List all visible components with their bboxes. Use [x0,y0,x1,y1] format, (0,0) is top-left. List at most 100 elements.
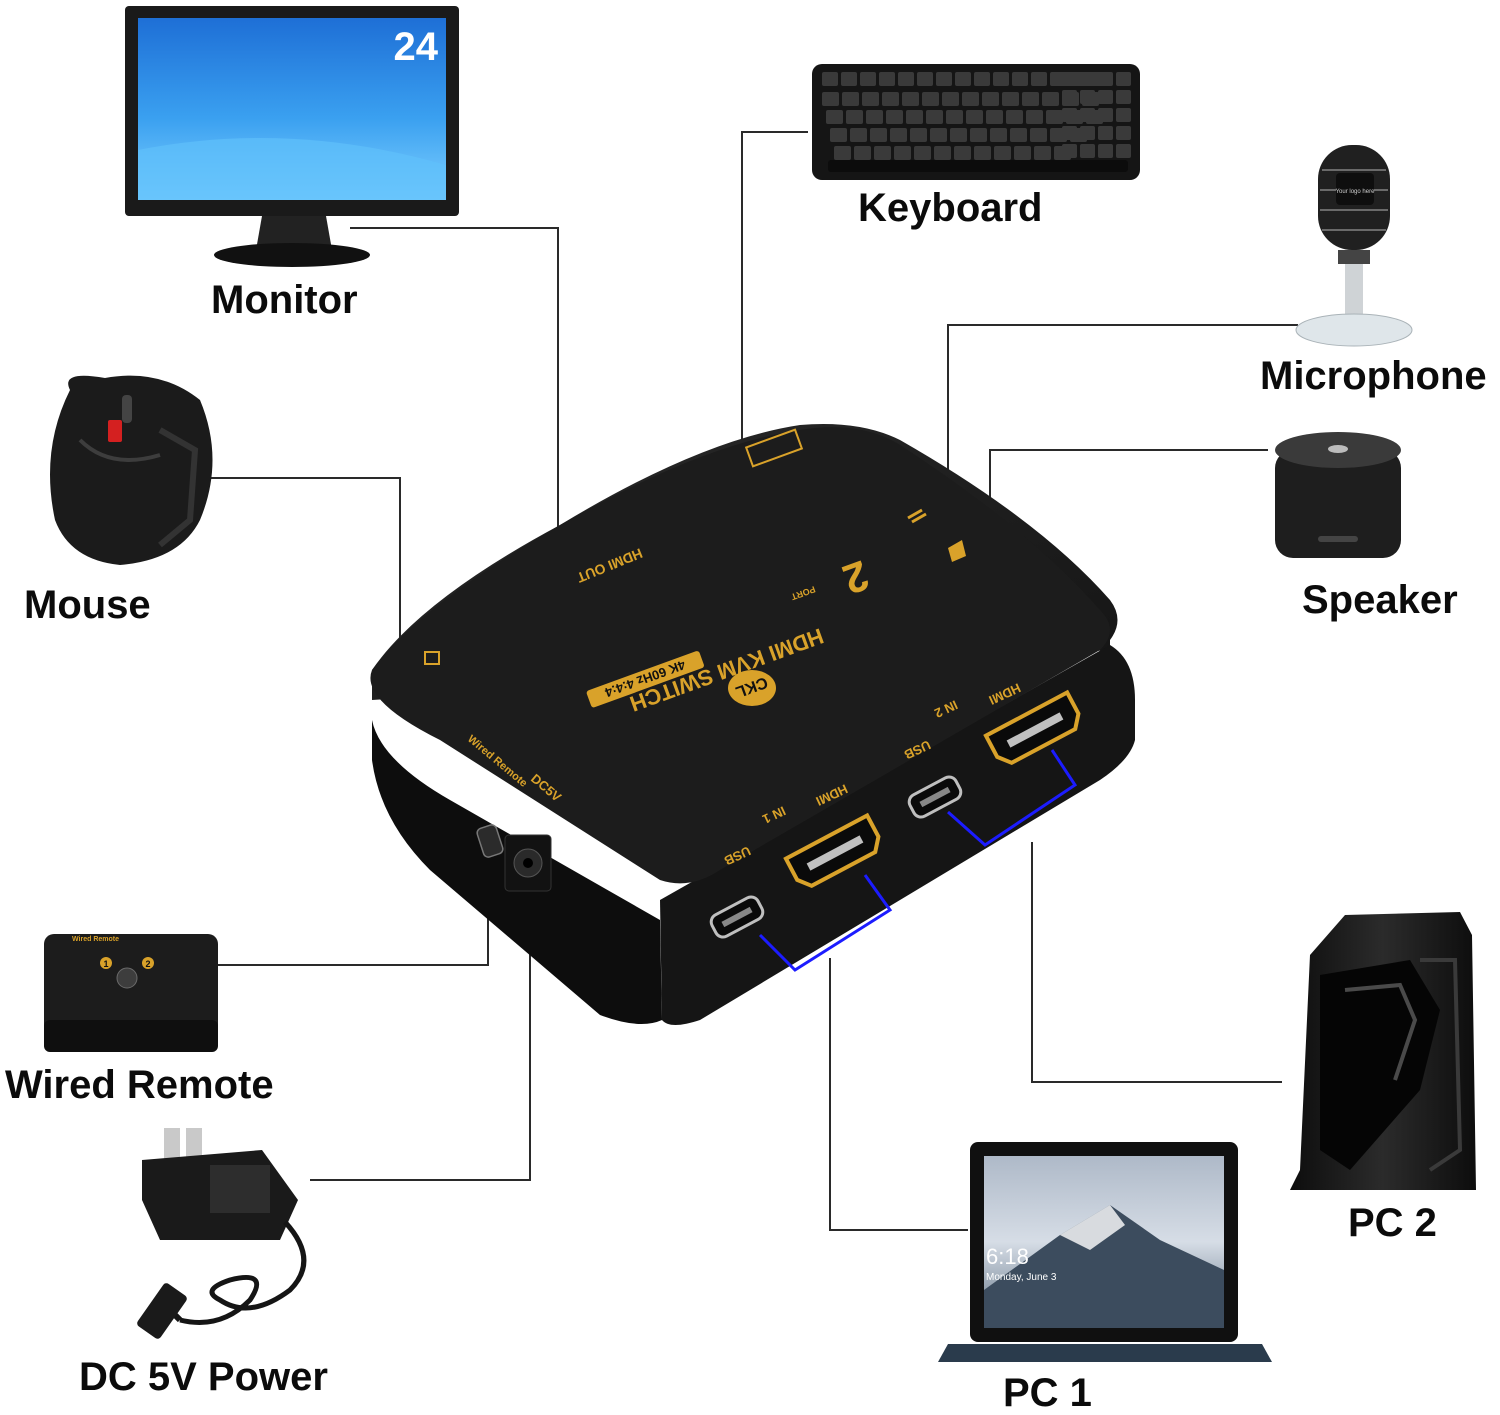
mouse-icon [50,375,213,565]
keyboard-key [922,92,939,106]
keyboard-key [1030,128,1047,142]
keyboard-numpad-key [1098,72,1113,86]
wired-remote-icon: Wired Remote 1 2 [44,934,218,1052]
keyboard-key [1042,92,1059,106]
keyboard-key [850,128,867,142]
keyboard-numpad-key [1098,144,1113,158]
keyboard-key [1046,110,1063,124]
power-adapter-icon [137,1128,307,1339]
mouse-label: Mouse [24,583,151,627]
keyboard-numpad-key [1080,144,1095,158]
keyboard-key [894,146,911,160]
keyboard-key [1031,72,1047,86]
keyboard-key [886,110,903,124]
keyboard-numpad-key [1062,108,1077,122]
monitor-line [350,227,559,528]
keyboard-key [1002,92,1019,106]
keyboard-key [982,92,999,106]
keyboard-key [986,110,1003,124]
keyboard-numpad-key [1080,108,1095,122]
remote-switch-button [116,967,138,989]
monitor-icon: 24 [125,6,459,267]
keyboard-key [926,110,943,124]
laptop-date: Monday, June 3 [986,1272,1057,1283]
pc1-label: PC 1 [1003,1371,1092,1415]
keyboard-key [974,72,990,86]
remote-line [215,885,489,966]
keyboard-key [826,110,843,124]
pc2-label: PC 2 [1348,1201,1437,1245]
keyboard-key [882,92,899,106]
keyboard-numpad-key [1098,90,1113,104]
dc-power-jack [504,834,552,892]
keyboard-numpad-key [1062,72,1077,86]
hdmi-in1-port [783,812,881,888]
mouse-line [205,477,401,640]
keyboard-numpad-key [1062,144,1077,158]
monitor-screen-number: 24 [394,25,439,69]
keyboard-numpad-key [1116,72,1131,86]
microphone-badge: Your logo here [1336,189,1375,195]
speaker-line [989,449,1268,520]
keyboard-key [822,72,838,86]
keyboard-key [890,128,907,142]
keyboard-numpad-key [1116,90,1131,104]
microphone-label: Microphone [1260,354,1487,398]
keyboard-numpad-key [1080,90,1095,104]
wired-remote-label: Wired Remote [5,1063,274,1107]
keyboard-key [1012,72,1028,86]
keyboard-key [854,146,871,160]
keyboard-key [930,128,947,142]
remote-button-2-label: 2 [145,959,150,969]
power-line [310,922,531,1181]
microphone-icon: Your logo here [1295,145,1413,347]
keyboard-key [906,110,923,124]
keyboard-key [914,146,931,160]
keyboard-key [1006,110,1023,124]
remote-title: Wired Remote [72,936,119,943]
keyboard-key [879,72,895,86]
speaker-port-icon [948,540,966,562]
keyboard-key [1026,110,1043,124]
keyboard-key [1034,146,1051,160]
keyboard-numpad-key [1080,72,1095,86]
keyboard-key [966,110,983,124]
usb-in1-port [709,895,765,939]
keyboard-key [934,146,951,160]
keyboard-key [917,72,933,86]
pc1-line [829,958,968,1231]
keyboard-key [842,92,859,106]
hdmi-in2-port [983,689,1081,765]
keyboard-key [902,92,919,106]
keyboard-numpad-key [1116,108,1131,122]
desktop-tower-icon [1290,912,1476,1190]
keyboard-key [874,146,891,160]
brand-logo: CKL [728,670,776,706]
speaker-icon [1275,432,1401,558]
keyboard-key [830,128,847,142]
keyboard-key [1022,92,1039,106]
keyboard-key [1010,128,1027,142]
keyboard-key [955,72,971,86]
keyboard-numpad-key [1098,126,1113,140]
keyboard-key [862,92,879,106]
keyboard-numpad-key [1098,108,1113,122]
remote-port [476,824,504,858]
connector-lines [205,131,1298,1231]
keyboard-numpad-key [1062,126,1077,140]
keyboard-key [846,110,863,124]
keyboard-key [974,146,991,160]
keyboard-key [994,146,1011,160]
keyboard-keys [822,72,1131,160]
keyboard-line [741,131,808,442]
kvm-switch: HDMI OUT 2 PORT HDMI KVM SWITCH 4K 60Hz … [370,424,1135,1025]
keyboard-key [946,110,963,124]
keyboard-numpad-key [1116,144,1131,158]
keyboard-key [898,72,914,86]
keyboard-key [1014,146,1031,160]
keyboard-key [841,72,857,86]
in1-port-link [758,874,893,972]
keyboard-numpad-key [1080,126,1095,140]
keyboard-key [822,92,839,106]
